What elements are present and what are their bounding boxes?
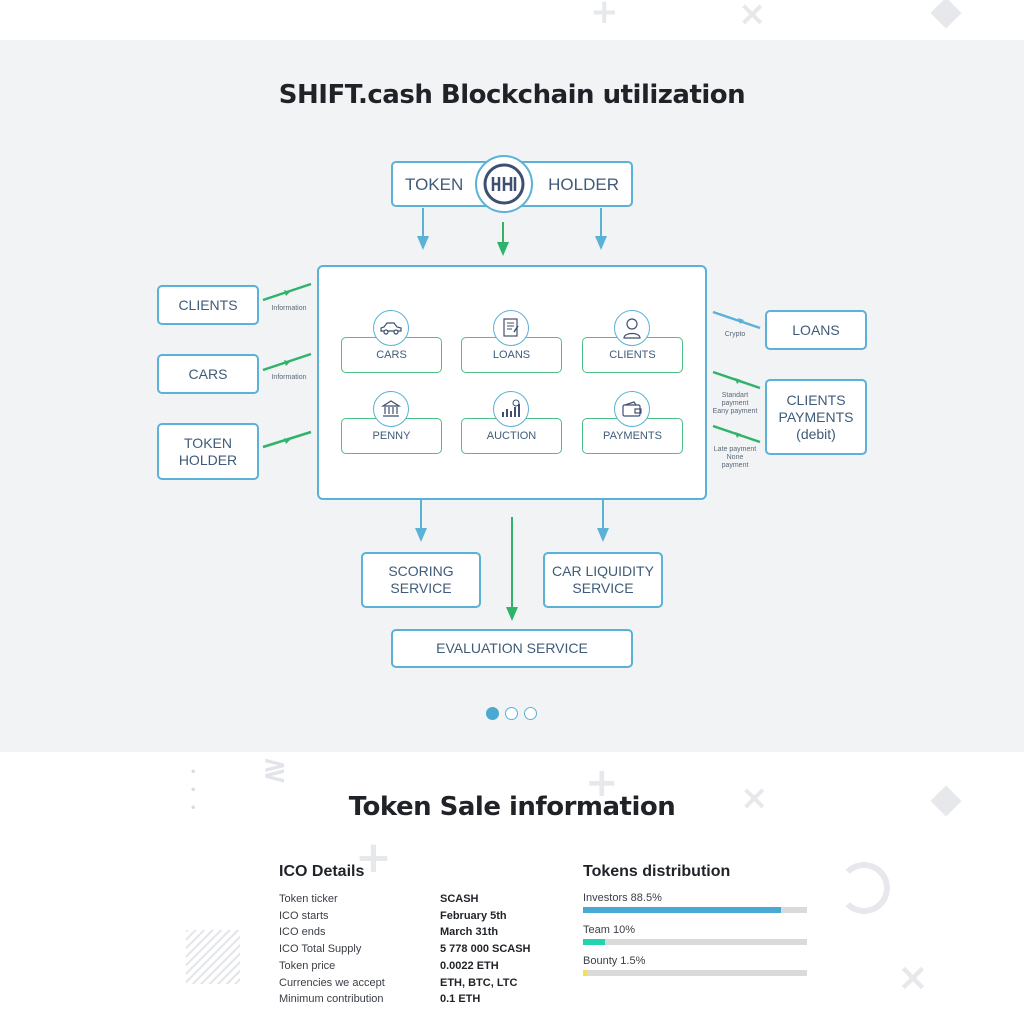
ico-row-label: Token price (279, 959, 336, 972)
distribution-bar-fill (583, 907, 782, 913)
ico-row-label: Currencies we accept (279, 976, 385, 989)
distribution-bar-track (583, 970, 807, 976)
shift-logo-icon (475, 155, 533, 213)
distribution-bar-fill (583, 970, 587, 976)
distribution-bar-track (583, 907, 807, 913)
ico-row-label: ICO Total Supply (279, 943, 362, 956)
right-box-loans: LOANS (765, 310, 867, 350)
top-strip (0, 0, 1024, 40)
distribution-bar-track (583, 938, 807, 945)
token-holder-left-text: TOKEN (405, 174, 464, 194)
car-liquidity-service-box: CAR LIQUIDITY SERVICE (543, 552, 663, 608)
plus-decoration: + (590, 0, 619, 32)
zigzag-decoration: ≷ (262, 752, 288, 787)
dots-decoration: ••• (190, 767, 197, 814)
left-box-cars: CARS (157, 354, 259, 394)
distribution-label: Investors 88.5% (583, 892, 662, 904)
ico-details-heading: ICO Details (279, 863, 365, 880)
ico-row-value: SCASH (440, 893, 479, 905)
ico-row-value: March 31th (440, 926, 499, 939)
car-icon (373, 310, 409, 346)
left-box-token-holder: TOKEN HOLDER (157, 423, 259, 480)
plus-decoration-3: + (355, 832, 392, 883)
ico-row-value: 0.1 ETH (440, 993, 481, 1006)
ico-row-label: Minimum contribution (279, 993, 384, 1006)
token-sale-title: Token Sale information (348, 792, 676, 822)
right-label-late-payment: Late payment None payment (713, 446, 757, 469)
ico-row-value: ETH, BTC, LTC (440, 976, 518, 989)
cross-decoration-2: × (740, 778, 769, 818)
distribution-bar-fill (583, 938, 606, 945)
wallet-icon (614, 391, 650, 427)
slider-dot-1[interactable] (486, 707, 499, 720)
left-box-clients: CLIENTS (157, 285, 259, 325)
tokens-distribution-heading: Tokens distribution (583, 863, 731, 880)
slider-pagination (486, 707, 537, 720)
document-contract-icon (493, 310, 529, 346)
cross-decoration-3: × (897, 955, 929, 999)
ico-row-value: February 5th (440, 909, 507, 922)
slider-dot-3[interactable] (524, 707, 537, 720)
bar-chart-icon (493, 391, 529, 427)
ico-row-label: ICO starts (279, 909, 329, 922)
left-label-information-1: Information (271, 305, 307, 312)
scoring-service-box: SCORING SERVICE (361, 552, 481, 608)
right-label-crypto: Crypto (724, 331, 746, 338)
cross-decoration: × (738, 0, 767, 34)
bank-icon (373, 391, 409, 427)
slider-dot-2[interactable] (505, 707, 518, 720)
distribution-label: Bounty 1.5% (583, 955, 646, 967)
arc-decoration (838, 862, 890, 914)
right-label-standart-payment: Standart payment Eany payment (712, 392, 758, 415)
token-holder-right-text: HOLDER (548, 174, 619, 194)
ico-row-label: Token ticker (279, 893, 338, 905)
ico-row-value: 0.0022 ETH (440, 959, 499, 972)
distribution-label: Team 10% (583, 923, 635, 936)
ico-row-label: ICO ends (279, 926, 326, 939)
ico-row-value: 5 778 000 SCASH (440, 943, 531, 956)
left-label-information-2: Information (271, 374, 307, 381)
stripes-decoration (186, 930, 240, 984)
evaluation-service-box: EVALUATION SERVICE (391, 629, 633, 668)
right-box-client-payments: CLIENTS PAYMENTS (debit) (765, 379, 867, 455)
user-icon (614, 310, 650, 346)
diagram-title: SHIFT.cash Blockchain utilization (278, 80, 746, 110)
plus-decoration-2: + (585, 760, 619, 806)
